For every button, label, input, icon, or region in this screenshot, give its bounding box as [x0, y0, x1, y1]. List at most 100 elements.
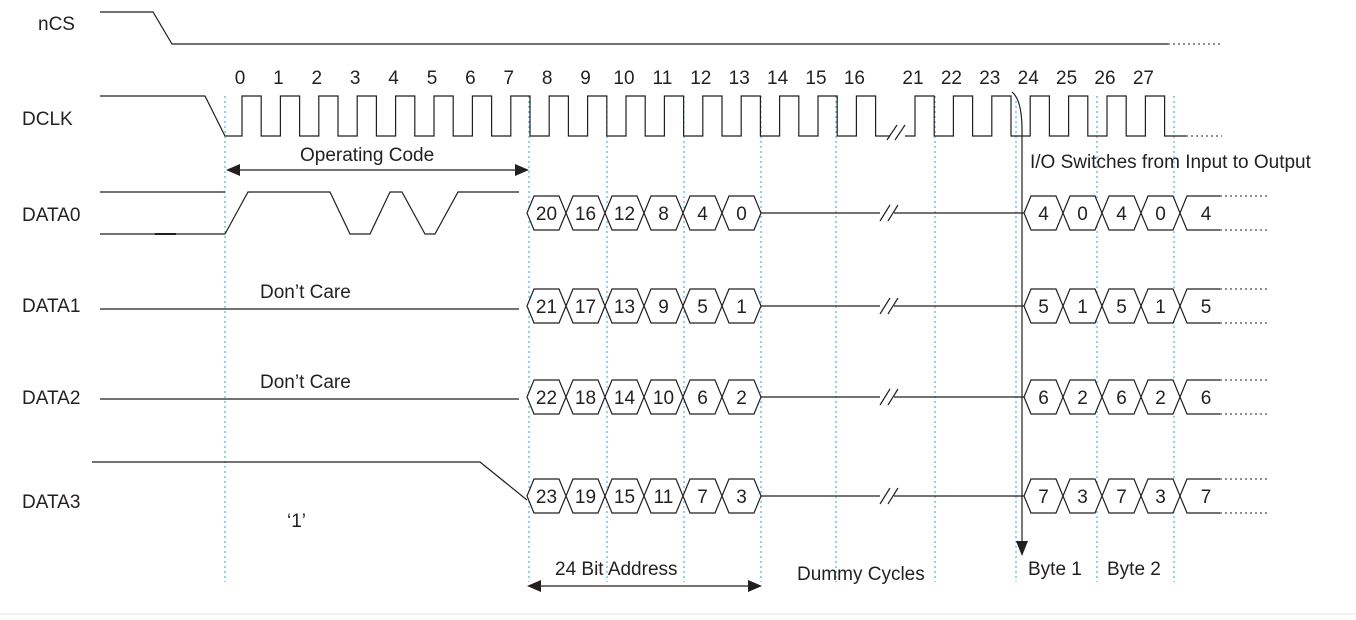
data0-opcode-waveform — [100, 191, 519, 235]
data2-label: DATA2 — [22, 388, 80, 409]
clock-cycle-1: 1 — [273, 68, 284, 89]
address-bit-label: 1 — [736, 297, 747, 318]
data3-level-label: ‘1’ — [287, 511, 306, 532]
clock-cycle-15: 15 — [805, 68, 826, 89]
clock-cycle-24: 24 — [1018, 68, 1040, 89]
lane-break-mark — [887, 204, 899, 222]
output-bit-label: 2 — [1155, 388, 1166, 409]
ncs-label: nCS — [38, 14, 75, 35]
lane-break-mark — [887, 487, 899, 505]
output-bit-label: 0 — [1077, 204, 1088, 225]
clock-cycle-14: 14 — [767, 68, 789, 89]
output-bit-label: 5 — [1038, 297, 1049, 318]
output-bit-label: 3 — [1077, 487, 1088, 508]
clock-cycle-13: 13 — [729, 68, 750, 89]
clock-cycle-5: 5 — [427, 68, 438, 89]
clock-cycle-21: 21 — [902, 68, 923, 89]
address-bit-label: 16 — [575, 204, 596, 225]
output-bit-label: 6 — [1038, 388, 1049, 409]
address-bit-label: 2 — [736, 388, 747, 409]
data0-label: DATA0 — [22, 205, 80, 226]
address-bit-label: 6 — [697, 388, 708, 409]
address-bit-label: 13 — [614, 297, 635, 318]
address-bit-label: 14 — [614, 388, 636, 409]
address-bit-label: 11 — [654, 487, 674, 508]
clock-cycle-27: 27 — [1133, 68, 1154, 89]
output-bit-label: 1 — [1155, 297, 1166, 318]
output-bit-label: 5 — [1116, 297, 1127, 318]
byte1-label: Byte 1 — [1028, 559, 1082, 580]
address-bit-label: 18 — [575, 388, 596, 409]
lane-break-mark — [887, 297, 899, 315]
data1-label: DATA1 — [22, 296, 80, 317]
output-bit-label: 1 — [1077, 297, 1088, 318]
io-switch-label: I/O Switches from Input to Output — [1030, 152, 1312, 173]
address-bit-label: 17 — [575, 297, 596, 318]
address-bit-label: 10 — [653, 388, 674, 409]
clock-cycle-3: 3 — [350, 68, 361, 89]
output-bit-label: 4 — [1116, 204, 1127, 225]
dclk-break-mark — [886, 124, 906, 141]
output-bit-label: 4 — [1038, 204, 1049, 225]
clock-cycle-23: 23 — [979, 68, 1000, 89]
address-bit-label: 8 — [658, 204, 669, 225]
output-bit-label: 6 — [1201, 388, 1212, 409]
clock-cycle-9: 9 — [580, 68, 591, 89]
data1-dont-care-label: Don’t Care — [260, 282, 351, 303]
address-arrow — [527, 580, 762, 592]
io-switch-arrow — [1011, 91, 1028, 556]
lane-break-mark — [879, 388, 891, 406]
data3-label: DATA3 — [22, 492, 80, 513]
address-bit-label: 19 — [575, 487, 596, 508]
lane-break-mark — [879, 487, 891, 505]
operating-code-arrow — [226, 164, 529, 176]
output-bit-label: 5 — [1201, 297, 1212, 318]
output-bit-label: 3 — [1155, 487, 1166, 508]
clock-cycle-7: 7 — [504, 68, 515, 89]
operating-code-label: Operating Code — [300, 145, 434, 166]
dclk-label: DCLK — [22, 109, 73, 130]
clock-cycle-8: 8 — [542, 68, 553, 89]
clock-cycle-16: 16 — [844, 68, 865, 89]
lane-break-mark — [879, 297, 891, 315]
output-bit-label: 0 — [1155, 204, 1166, 225]
lane-break-mark — [879, 204, 891, 222]
output-bit-cell-open — [1179, 478, 1220, 514]
output-bit-label: 7 — [1201, 487, 1212, 508]
lane-data1: 21 17 13 9 5 1 5 1 5 1 5 — [526, 288, 1268, 324]
address-bit-label: 23 — [536, 487, 557, 508]
output-bit-label: 7 — [1038, 487, 1049, 508]
clock-cycle-12: 12 — [690, 68, 711, 89]
clock-cycle-26: 26 — [1094, 68, 1115, 89]
address-bit-label: 15 — [614, 487, 635, 508]
output-bit-cell-open — [1179, 195, 1220, 231]
output-bit-label: 7 — [1116, 487, 1127, 508]
output-bit-label: 4 — [1201, 204, 1212, 225]
clock-cycle-6: 6 — [465, 68, 476, 89]
lane-break-mark — [887, 388, 899, 406]
address-bit-label: 9 — [658, 297, 669, 318]
clock-cycle-4: 4 — [388, 68, 399, 89]
address-phase-label: 24 Bit Address — [555, 559, 678, 580]
clock-cycle-22: 22 — [941, 68, 962, 89]
dclk-waveform — [100, 95, 1186, 137]
output-bit-cell-open — [1179, 288, 1220, 324]
address-bit-label: 21 — [536, 297, 557, 318]
address-bit-label: 5 — [697, 297, 708, 318]
address-bit-label: 3 — [736, 487, 747, 508]
data3-high-line — [92, 461, 528, 501]
data2-dont-care-label: Don’t Care — [260, 372, 351, 393]
output-bit-cell-open — [1179, 379, 1220, 415]
clock-cycle-10: 10 — [613, 68, 634, 89]
address-bit-label: 22 — [536, 388, 557, 409]
clock-cycle-11: 11 — [653, 68, 673, 89]
address-bit-label: 20 — [536, 204, 557, 225]
output-bit-label: 6 — [1116, 388, 1127, 409]
clock-cycle-2: 2 — [312, 68, 323, 89]
